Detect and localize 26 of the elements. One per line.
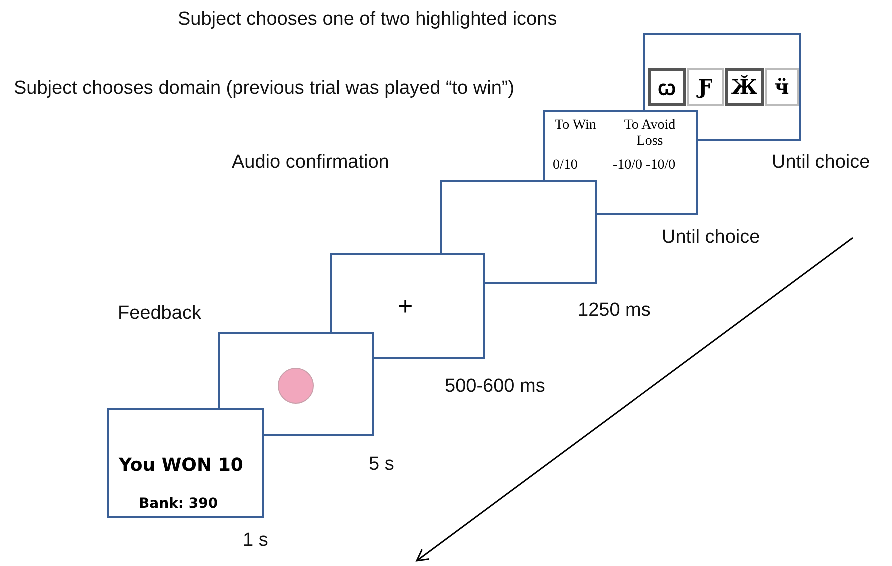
symbol-tile: Ƒ (687, 68, 724, 106)
screen-frame (330, 253, 485, 359)
step-caption: Audio confirmation (232, 152, 390, 174)
stimulus-dot (278, 368, 314, 404)
step-caption: Feedback (118, 303, 202, 325)
duration-label: 500-600 ms (445, 376, 546, 398)
screen-frame (218, 332, 374, 436)
screen-frame (107, 408, 264, 518)
symbol-tile: Ӂ (725, 68, 764, 106)
step-caption: Subject chooses one of two highlighted icons (178, 9, 558, 31)
symbol-tile: ꙍ (648, 68, 686, 106)
duration-label: 1 s (243, 530, 268, 552)
fixation-cross: + (398, 291, 414, 322)
duration-label: Until choice (772, 152, 870, 174)
symbol-tile: ӵ (765, 68, 799, 106)
points-text: -10/0 -10/0 (613, 158, 676, 174)
bank-total: Bank: 390 (139, 496, 218, 512)
screen-frame (440, 180, 597, 284)
duration-label: 1250 ms (578, 300, 651, 322)
option-heading: To Win (555, 118, 596, 134)
option-heading: To Avoid Loss (623, 118, 677, 150)
duration-label: Until choice (662, 227, 760, 249)
step-caption: Subject chooses domain (previous trial was played “to win”) (14, 78, 515, 100)
duration-label: 5 s (369, 454, 394, 476)
points-text: 0/10 (553, 158, 578, 174)
feedback-text: You WON 10 (119, 455, 244, 476)
